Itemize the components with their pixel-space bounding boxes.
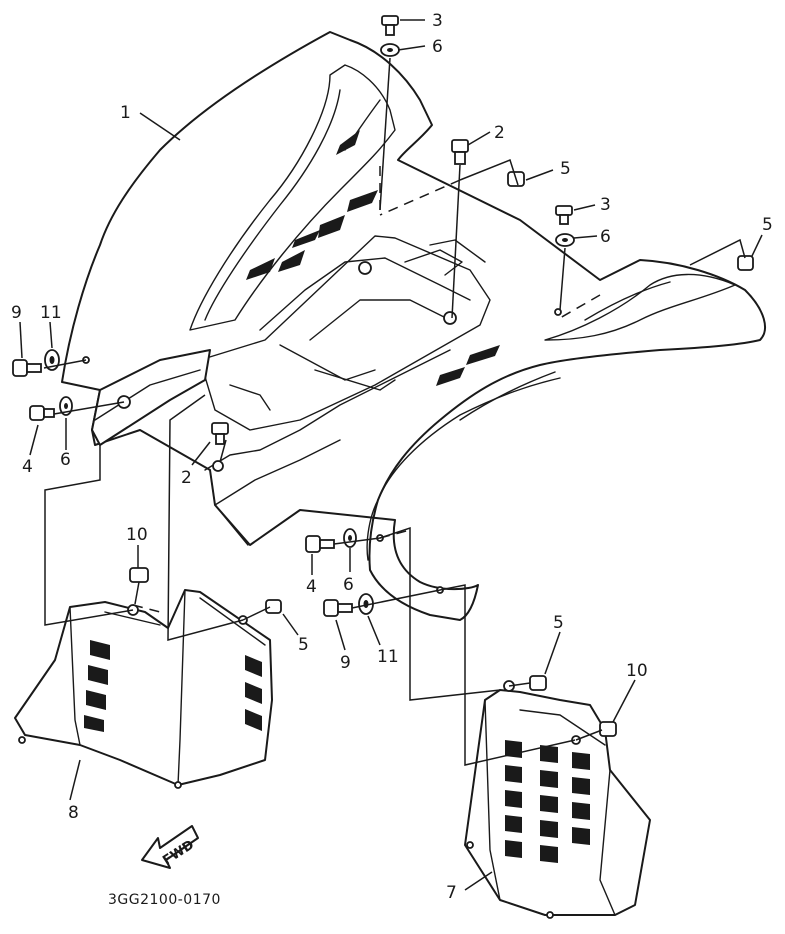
callout-6-left: 6 — [60, 450, 71, 470]
bolt-3-right — [555, 205, 573, 225]
callout-11-middle: 11 — [377, 647, 399, 667]
callout-numbers: 1 3 6 2 5 3 6 5 9 11 4 6 2 10 5 4 6 9 11… — [11, 11, 773, 903]
callout-2-lower: 2 — [181, 468, 192, 488]
callout-6-top: 6 — [432, 37, 443, 57]
drawing-code: 3GG2100-0170 — [108, 892, 221, 908]
fender-ribs — [246, 130, 500, 386]
nut-5-far-right — [737, 255, 754, 271]
rear-fender — [61, 31, 766, 621]
callout-5-far-right: 5 — [762, 215, 773, 235]
bolt-2-upper — [451, 139, 469, 165]
bolt-4-left — [29, 405, 55, 421]
callout-9-middle: 9 — [340, 653, 351, 673]
forward-direction-arrow: FWD — [141, 825, 199, 869]
callout-7: 7 — [446, 883, 457, 903]
washer-11-left — [44, 349, 60, 371]
callout-4-left: 4 — [22, 457, 33, 477]
washer-6-top — [380, 43, 400, 57]
bolt-9-left — [12, 359, 42, 377]
callout-11-left: 11 — [40, 303, 62, 323]
callout-5-left-flap: 5 — [298, 635, 309, 655]
nut-10-left — [129, 567, 149, 583]
left-flap-ribs — [84, 640, 262, 732]
bolt-9-middle — [323, 599, 353, 617]
callout-3-right: 3 — [600, 195, 611, 215]
washer-6-right — [555, 233, 575, 247]
callout-leaders — [19, 19, 763, 891]
callout-2-upper: 2 — [494, 123, 505, 143]
bolt-4-middle — [305, 535, 335, 553]
callout-5-right-flap: 5 — [553, 613, 564, 633]
nut-10-right — [599, 721, 617, 737]
washer-6-middle — [343, 528, 357, 548]
bolt-3-top — [381, 15, 399, 36]
assembly-lines — [43, 57, 746, 766]
callout-8: 8 — [68, 803, 79, 823]
callout-5-upper: 5 — [560, 159, 571, 179]
left-mud-flap — [14, 589, 273, 786]
right-flap-ribs — [505, 740, 590, 863]
callout-10-right: 10 — [626, 661, 648, 681]
callout-4-middle: 4 — [306, 577, 317, 597]
bolt-2-lower — [211, 422, 229, 445]
washer-6-left — [59, 396, 73, 416]
washer-11-middle — [358, 593, 374, 615]
callout-10-left: 10 — [126, 525, 148, 545]
callout-9-left: 9 — [11, 303, 22, 323]
right-mud-flap — [464, 689, 651, 916]
callout-6-right: 6 — [600, 227, 611, 247]
nut-5-right-flap — [529, 675, 547, 691]
callout-1: 1 — [120, 103, 131, 123]
callout-3-top: 3 — [432, 11, 443, 31]
nut-5-left-flap — [265, 599, 282, 614]
callout-6-middle: 6 — [343, 575, 354, 595]
